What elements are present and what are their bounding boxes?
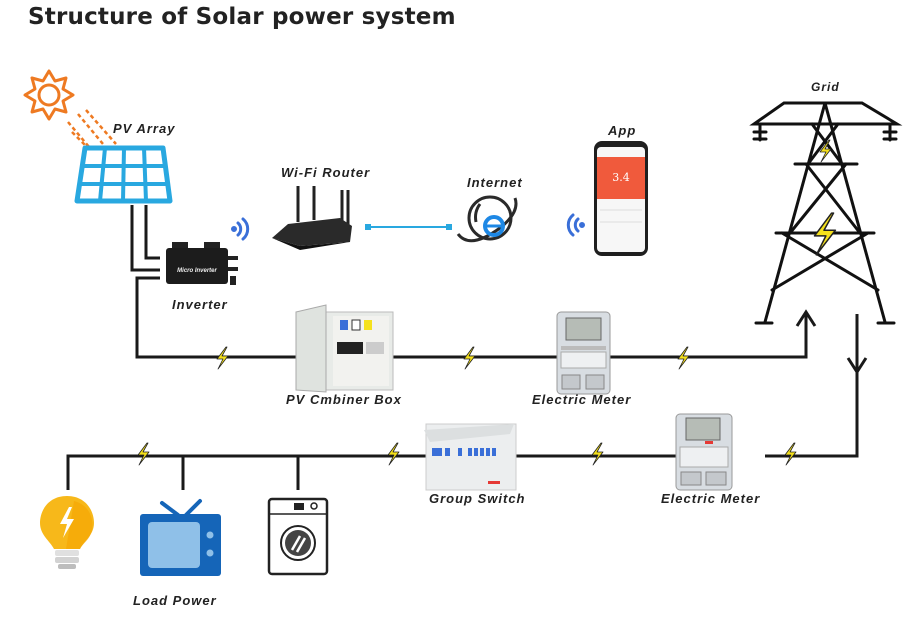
arrow-up-to-grid (795, 309, 817, 327)
wire-inverter-out (135, 276, 296, 359)
electric-meter-icon (556, 311, 611, 395)
wire-switch-loads (66, 454, 426, 490)
smartphone-app-icon: 3.4 (594, 141, 648, 256)
bolt-icon (216, 346, 229, 370)
arrow-down-from-grid (846, 357, 868, 375)
internet-label: Internet (467, 175, 523, 190)
wire-meter-grid (610, 312, 808, 359)
inverter-label: Inverter (172, 297, 228, 312)
page-title: Structure of Solar power system (28, 4, 456, 30)
bolt-icon (591, 442, 604, 466)
wifi-signal-icon (231, 217, 250, 241)
grid-label: Grid (811, 80, 840, 94)
load-power-label: Load Power (133, 593, 217, 608)
electric-meter-icon (675, 413, 733, 491)
wifi-router-icon (272, 186, 352, 250)
bolt-icon (137, 442, 150, 466)
inverter-device-label: Micro Inverter (177, 268, 217, 274)
micro-inverter-device: Micro Inverter (166, 242, 238, 285)
wifi-signal-icon (566, 213, 585, 237)
network-link (365, 224, 452, 230)
washing-machine-icon (267, 497, 329, 576)
television-icon (140, 499, 221, 576)
group-switch-label: Group Switch (429, 491, 526, 506)
app-label: App (608, 123, 637, 138)
wifi-router-label: Wi-Fi Router (281, 165, 371, 180)
wiring (66, 205, 859, 490)
electric-meter-bottom-label: Electric Meter (661, 491, 761, 506)
wire-panel-inverter-1 (130, 205, 160, 272)
electric-meter-top-label: Electric Meter (532, 392, 632, 407)
light-bulb-icon (40, 496, 94, 569)
pv-array-label: PV Array (113, 121, 176, 136)
bolt-icon (387, 442, 400, 466)
pv-combiner-box-icon (295, 304, 394, 393)
wire-grid-down (765, 314, 859, 458)
group-switch-panel-icon (424, 423, 517, 491)
sun-icon (23, 69, 75, 121)
bolt-icon (784, 442, 797, 466)
bolt-icon (813, 212, 837, 256)
app-reading-value: 3.4 (612, 171, 630, 184)
solar-panel-icon (74, 145, 173, 204)
bolt-icon (677, 346, 690, 370)
combiner-box-label: PV Cmbiner Box (286, 392, 402, 407)
bolt-icon (463, 346, 476, 370)
wire-panel-inverter-2 (144, 205, 160, 260)
power-grid-tower-icon (749, 101, 903, 325)
internet-globe-icon (456, 195, 518, 243)
